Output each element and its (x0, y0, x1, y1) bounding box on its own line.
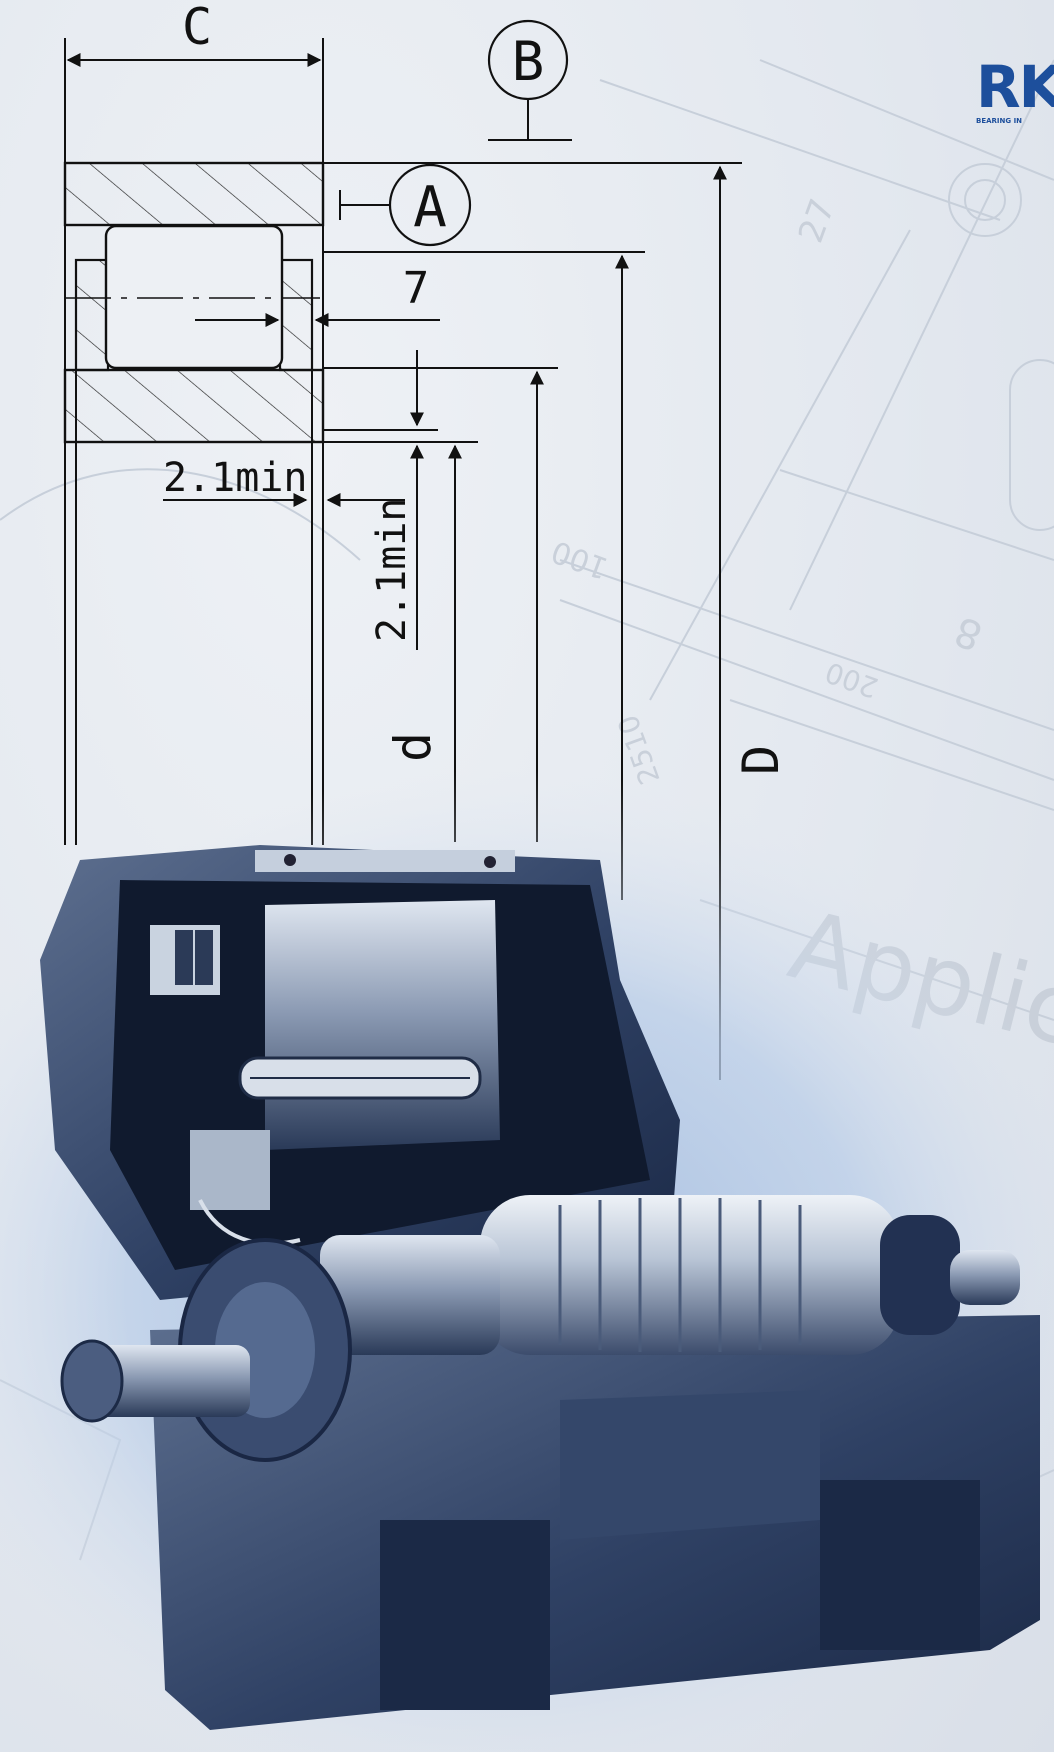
dim-gap-label: 7 (403, 263, 430, 314)
datum-a-label: A (413, 175, 447, 240)
motor-shaft (85, 1345, 250, 1417)
dim-bore-label: d (384, 732, 442, 762)
motor-foot-left (380, 1520, 550, 1710)
outer-ring-section (63, 161, 325, 227)
dim-chamfer-radial-label: 2.1min (369, 498, 415, 643)
field-pole (265, 900, 500, 1150)
svg-text:100: 100 (547, 533, 613, 585)
motor-illustration (0, 770, 1054, 1752)
watermark-dimensions: 27 100 200 2510 8 (547, 194, 988, 789)
svg-text:200: 200 (821, 655, 883, 704)
commutator (320, 1235, 500, 1355)
datum-a-circle (388, 163, 472, 247)
roller-left-guide (74, 258, 110, 372)
dim-chamfer-axial-label: 2.1min (163, 455, 308, 501)
svg-text:8: 8 (949, 607, 989, 659)
dim-c-label: C (182, 0, 212, 56)
logo-mark: RK (976, 53, 1054, 121)
datum-b-label: B (512, 30, 545, 93)
bearing-cross-section (63, 161, 325, 444)
armature (480, 1195, 900, 1355)
svg-text:27: 27 (791, 194, 843, 248)
dim-outer-label: D (732, 745, 790, 775)
inner-ring-section (63, 368, 325, 444)
logo-subtitle: BEARING IN (976, 117, 1023, 125)
datum-b-circle (487, 19, 569, 101)
roller (104, 224, 284, 370)
roller-right-guide (278, 258, 314, 372)
brand-logo: RK BEARING IN (976, 58, 1054, 128)
motor-foot-right (820, 1480, 980, 1650)
svg-text:2510: 2510 (611, 711, 666, 789)
